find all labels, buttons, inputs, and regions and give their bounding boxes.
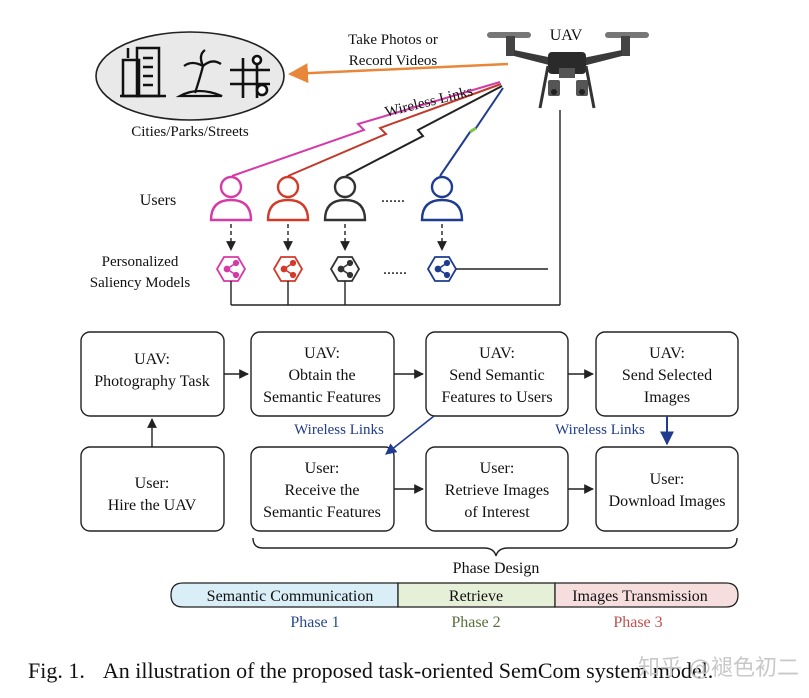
flow-arrows — [147, 369, 674, 494]
users-ellipsis: ...... — [381, 189, 405, 206]
flow-box-retrieve: User: Retrieve Images of Interest — [425, 446, 569, 532]
uav-label: UAV — [550, 27, 583, 44]
send-sel-line1: UAV: — [649, 345, 685, 362]
phase-bar: Semantic Communication Retrieve Images T… — [170, 582, 739, 608]
saliency-model-icon-black — [329, 256, 361, 282]
take-photos-label-line2: Record Videos — [349, 53, 438, 69]
phase-3-segment — [554, 582, 739, 608]
flow-box-download: User: Download Images — [595, 446, 739, 532]
wireless-links-label-2: Wireless Links — [555, 422, 645, 438]
palm-tree-icon — [175, 49, 223, 98]
models-label-line2: Saliency Models — [90, 275, 191, 291]
buildings-icon — [120, 46, 166, 98]
phase-2-name: Phase 2 — [451, 614, 500, 631]
figure-caption: Fig. 1. An illustration of the proposed t… — [28, 658, 713, 684]
send-sel-line2: Send Selected — [622, 367, 712, 384]
street-map-icon — [230, 54, 270, 98]
saliency-model-icon-red — [272, 256, 304, 282]
models-label-line1: Personalized — [102, 254, 179, 270]
phase-design-label: Phase Design — [453, 560, 540, 577]
send-sem-line2: Send Semantic — [449, 367, 545, 384]
obtain-line2: Obtain the — [288, 367, 355, 384]
take-photos-label-line1: Take Photos or — [348, 32, 438, 48]
retrieve-line2: Retrieve Images — [445, 482, 549, 499]
receive-line2: Receive the — [284, 482, 359, 499]
drone-icon — [487, 32, 649, 109]
phase-3-bar-label: Images Transmission — [572, 588, 708, 605]
phase-design-brace — [252, 537, 738, 557]
send-sel-line3: Images — [644, 389, 690, 406]
flow-box-obtain: UAV: Obtain the Semantic Features — [250, 331, 395, 417]
download-line2: Download Images — [609, 493, 726, 510]
saliency-model-icon-pink — [215, 256, 247, 282]
phase-2-segment — [397, 582, 556, 608]
figure-caption-text: An illustration of the proposed task-ori… — [102, 658, 714, 683]
flow-box-send-selected: UAV: Send Selected Images — [595, 331, 739, 417]
wireless-links-lightning — [231, 81, 504, 177]
users-label: Users — [140, 192, 176, 209]
hire-line2: Hire the UAV — [108, 497, 197, 514]
watermark: 知乎 @褪色初二 — [638, 656, 799, 681]
flow-box-send-semantic: UAV: Send Semantic Features to Users — [425, 331, 569, 417]
obtain-line3: Semantic Features — [263, 389, 381, 406]
user-icon-red — [266, 175, 310, 222]
flow-box-hire: User: Hire the UAV — [80, 446, 225, 532]
wireless-links-label-1: Wireless Links — [294, 422, 384, 438]
saliency-model-icon-blue — [426, 256, 458, 282]
phase-1-segment — [170, 582, 399, 608]
phase-1-name: Phase 1 — [290, 614, 339, 631]
user-icon-pink — [209, 175, 253, 222]
send-sem-line1: UAV: — [479, 345, 515, 362]
user-icon-blue — [420, 175, 464, 222]
figure-caption-label: Fig. 1. — [28, 658, 85, 683]
obtain-line1: UAV: — [304, 345, 340, 362]
receive-line1: User: — [305, 460, 340, 477]
scene-label: Cities/Parks/Streets — [131, 124, 249, 140]
receive-line3: Semantic Features — [263, 504, 381, 521]
phase-1-bar-label: Semantic Communication — [207, 588, 374, 605]
photo-task-line1: UAV: — [134, 351, 170, 368]
download-line1: User: — [650, 471, 685, 488]
photo-task-line2: Photography Task — [94, 373, 209, 390]
retrieve-line3: of Interest — [464, 504, 530, 521]
phase-3-name: Phase 3 — [613, 614, 662, 631]
user-to-model-arrows — [226, 224, 447, 251]
take-photos-arrow — [288, 62, 509, 84]
user-icon-black — [323, 175, 367, 222]
retrieve-line1: User: — [480, 460, 515, 477]
send-sem-line3: Features to Users — [441, 389, 552, 406]
models-ellipsis: ...... — [383, 261, 407, 278]
city-scene — [95, 31, 285, 121]
hire-line1: User: — [135, 475, 170, 492]
flow-box-receive: User: Receive the Semantic Features — [250, 446, 395, 532]
wireless-links-label-top: Wireless Links — [384, 83, 475, 120]
flow-box-photo-task: UAV: Photography Task — [80, 331, 225, 417]
model-uav-connections — [230, 110, 561, 306]
phase-2-bar-label: Retrieve — [449, 588, 503, 605]
